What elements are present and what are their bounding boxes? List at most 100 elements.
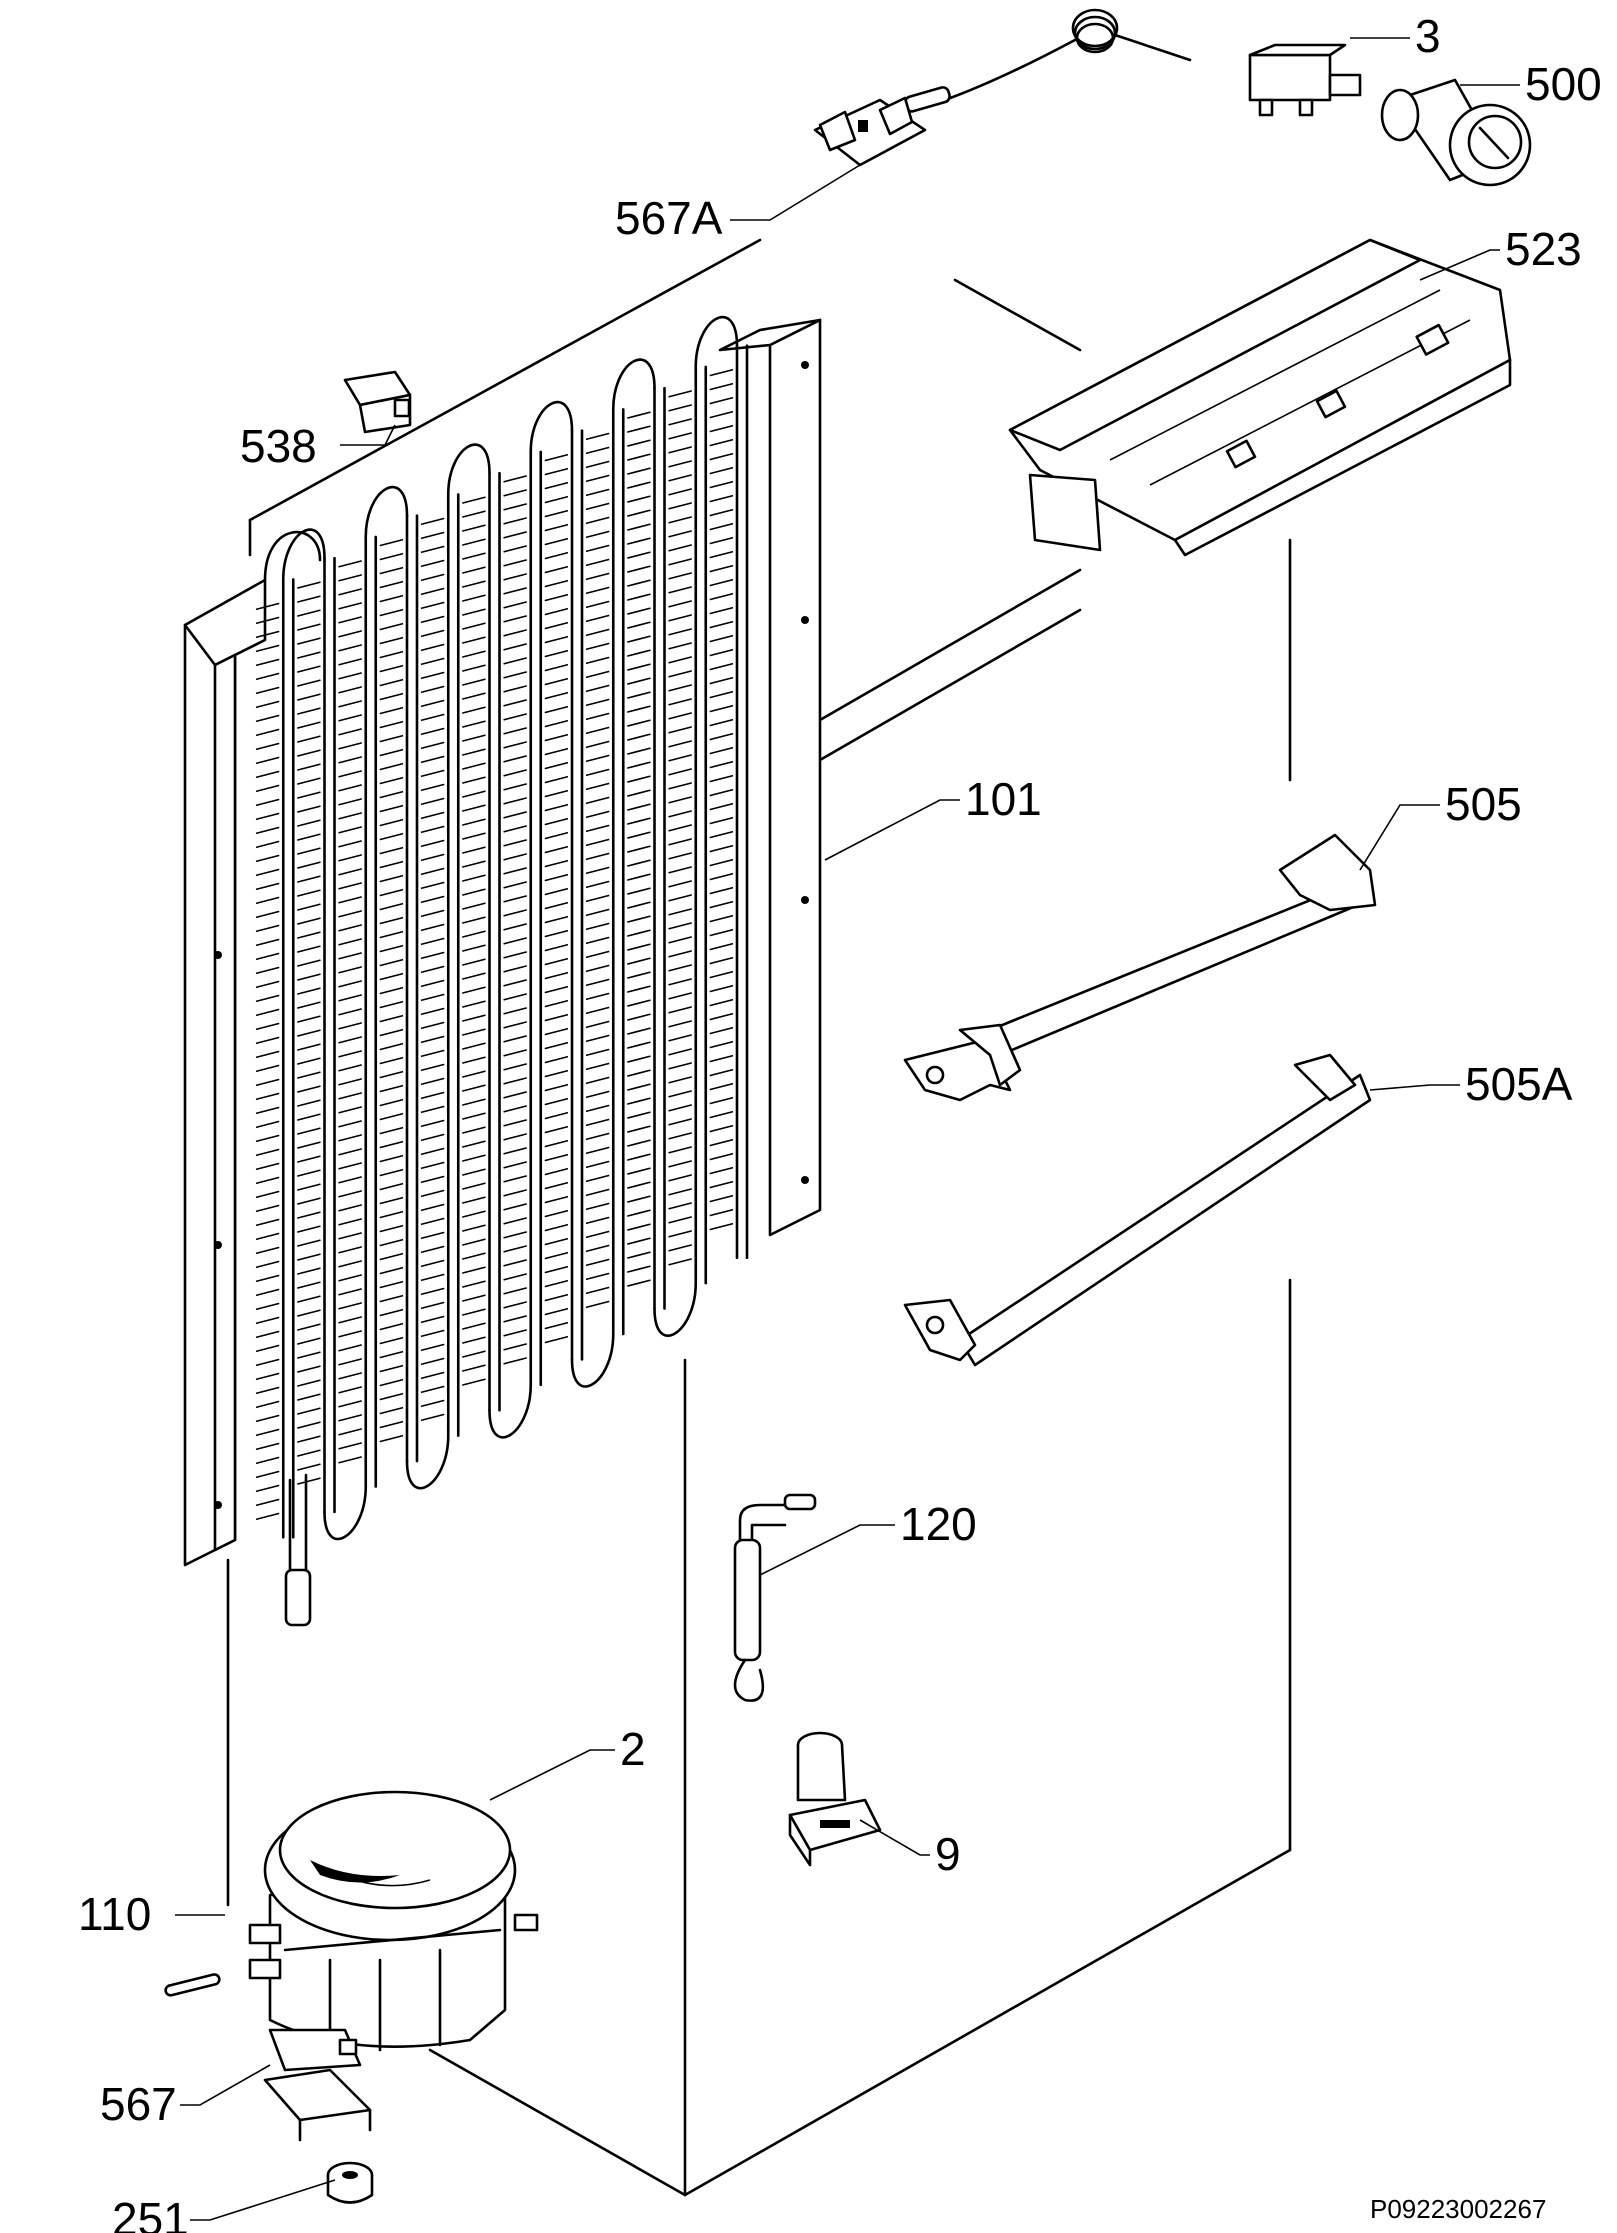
fin-line	[544, 831, 569, 840]
fin-line	[585, 474, 610, 483]
fin-line	[627, 509, 651, 517]
fin-line	[420, 601, 445, 610]
fin-line	[297, 1435, 321, 1443]
fin-line	[668, 614, 692, 622]
fin-line	[338, 854, 362, 862]
fin-line	[503, 629, 527, 637]
fin-line	[585, 964, 610, 973]
fin-line	[709, 1026, 734, 1035]
fin-line	[420, 979, 445, 988]
fin-line	[462, 1182, 486, 1190]
fin-line	[297, 1253, 321, 1261]
fin-line	[255, 700, 280, 709]
fin-line	[709, 396, 734, 405]
callout-101: 101	[965, 773, 1042, 825]
fin-line	[709, 1054, 734, 1063]
fin-line	[297, 1113, 321, 1121]
fin-line	[338, 700, 362, 708]
fin-line	[668, 1132, 692, 1140]
fin-line	[709, 998, 734, 1007]
fin-line	[709, 718, 734, 727]
fin-line	[338, 588, 362, 596]
fin-line	[462, 1084, 486, 1092]
fin-line	[462, 594, 486, 602]
fin-line	[379, 860, 404, 869]
fin-line	[338, 1162, 362, 1170]
fin-line	[297, 805, 321, 813]
fin-line	[338, 1106, 362, 1114]
fin-line	[668, 936, 692, 944]
fin-line	[297, 665, 321, 673]
fin-line	[420, 1119, 445, 1128]
shelf-support-505a	[903, 1053, 1372, 1367]
fin-line	[627, 439, 651, 447]
fin-line	[585, 1272, 610, 1281]
fin-line	[627, 1139, 651, 1147]
fin-line	[297, 721, 321, 729]
fin-line	[338, 784, 362, 792]
callout-labels: 3 500 567A 523 538 101 505 505A 120 2 9 …	[78, 10, 1602, 2233]
callout-505a: 505A	[1465, 1058, 1573, 1110]
fin-line	[709, 1040, 734, 1049]
fin-line	[338, 1176, 362, 1184]
fin-line	[255, 1120, 280, 1129]
fin-line	[585, 530, 610, 539]
fin-line	[668, 838, 692, 846]
fin-line	[420, 923, 445, 932]
fin-line	[668, 964, 692, 972]
fin-line	[544, 593, 569, 602]
fin-line	[297, 1057, 321, 1065]
fin-line	[544, 845, 569, 854]
fin-line	[297, 917, 321, 925]
fin-line	[338, 1442, 362, 1450]
fin-line	[709, 732, 734, 741]
fin-line	[420, 1203, 445, 1212]
fin-line	[503, 727, 527, 735]
fin-line	[544, 859, 569, 868]
fin-line	[420, 671, 445, 680]
fin-line	[585, 768, 610, 777]
fin-line	[627, 411, 651, 419]
fin-line	[462, 706, 486, 714]
fin-line	[462, 1364, 486, 1372]
fin-line	[255, 826, 280, 835]
fin-line	[668, 950, 692, 958]
fin-line	[255, 1274, 280, 1283]
fin-line	[585, 936, 610, 945]
fin-line	[668, 1034, 692, 1042]
fin-line	[503, 951, 527, 959]
fin-line	[668, 712, 692, 720]
fin-line	[379, 1070, 404, 1079]
fin-line	[668, 530, 692, 538]
fin-line	[297, 623, 321, 631]
fin-line	[379, 1084, 404, 1093]
fin-line	[297, 735, 321, 743]
fin-line	[627, 425, 651, 433]
fin-line	[420, 1413, 445, 1422]
fin-line	[544, 635, 569, 644]
fin-line	[709, 942, 734, 951]
fin-line	[420, 1329, 445, 1338]
fin-line	[379, 1042, 404, 1051]
fin-line	[627, 1265, 651, 1273]
fin-line	[668, 698, 692, 706]
fin-line	[379, 944, 404, 953]
fin-line	[379, 790, 404, 799]
fin-line	[709, 1166, 734, 1175]
fin-line	[503, 923, 527, 931]
fin-line	[420, 713, 445, 722]
fin-line	[462, 972, 486, 980]
fin-line	[297, 1197, 321, 1205]
fin-line	[503, 615, 527, 623]
fin-line	[544, 1279, 569, 1288]
fin-line	[585, 1048, 610, 1057]
fin-line	[503, 839, 527, 847]
fin-line	[462, 776, 486, 784]
fin-line	[379, 846, 404, 855]
fin-line	[297, 651, 321, 659]
fin-line	[627, 943, 651, 951]
fin-line	[709, 900, 734, 909]
fin-line	[709, 844, 734, 853]
fin-line	[462, 538, 486, 546]
fin-line	[709, 662, 734, 671]
